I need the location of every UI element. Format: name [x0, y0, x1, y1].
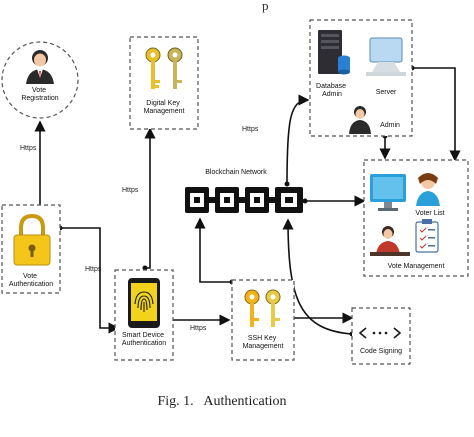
https-label-smart: Https: [190, 325, 207, 332]
vote-management-label: Vote Management: [388, 263, 445, 270]
https-label-dkm: Https: [122, 187, 139, 194]
code-signing-node: Code Signing: [351, 307, 411, 365]
database-server-icon: [318, 30, 350, 75]
voter-list-label: Voter List: [415, 210, 444, 217]
digital-key-management-node: Digital Key Management: [129, 36, 199, 130]
server-monitor-icon: [366, 37, 406, 76]
vote-registration-label: Vote Registration: [21, 87, 58, 102]
ssh-keys-icon: [244, 289, 281, 327]
edge-smart-to-dkm: [144, 127, 156, 269]
figure-caption: Fig. 1. Authentication: [157, 394, 286, 409]
server-label: Server: [376, 89, 397, 96]
https-label-reg: Https: [20, 145, 37, 152]
voter-person-icon: [26, 50, 54, 84]
vote-management-icon: [370, 219, 439, 256]
edge-blockchain-to-admin: [286, 94, 310, 185]
smart-device-authentication-node: Smart Device Authentication: [114, 269, 174, 361]
edge-admin-to-voter: [412, 67, 461, 162]
admin-label: Admin: [380, 122, 400, 129]
vote-authentication-label: Vote Authentication: [9, 273, 53, 288]
vote-registration-node: Vote Registration: [1, 41, 79, 119]
keys-icon: [145, 47, 183, 89]
blockchain-chain-icon: [185, 187, 303, 213]
padlock-icon: [13, 213, 51, 266]
top-text-fragment: p: [262, 0, 269, 13]
edge-auth-to-smart: [60, 227, 120, 334]
code-signing-label: Code Signing: [360, 348, 402, 355]
code-brackets-icon: [358, 327, 402, 339]
smartphone-fingerprint-icon: [128, 278, 160, 328]
blockchain-network-node: Blockchain Network: [185, 169, 303, 213]
admin-server-node: Database Admin Server Admin: [309, 19, 413, 137]
vote-authentication-node: Vote Authentication: [1, 204, 61, 294]
voter-list-icon: [370, 173, 440, 211]
blockchain-network-label: Blockchain Network: [205, 169, 267, 176]
edge-codesign-to-blockchain: [282, 218, 353, 335]
ssh-key-management-node: SSH Key Management: [231, 279, 295, 361]
edge-ssh-to-blockchain: [194, 217, 232, 283]
https-label-auth: Https: [85, 266, 102, 273]
digital-key-management-label: Digital Key Management: [144, 100, 185, 115]
admin-person-icon: [349, 106, 371, 134]
voter-management-node: Voter List Vote Management: [363, 159, 469, 277]
database-admin-label: Database Admin: [316, 83, 348, 98]
smart-device-authentication-label: Smart Device Authentication: [122, 332, 166, 347]
ssh-key-management-label: SSH Key Management: [243, 335, 284, 350]
https-label-admin: Https: [242, 126, 259, 133]
